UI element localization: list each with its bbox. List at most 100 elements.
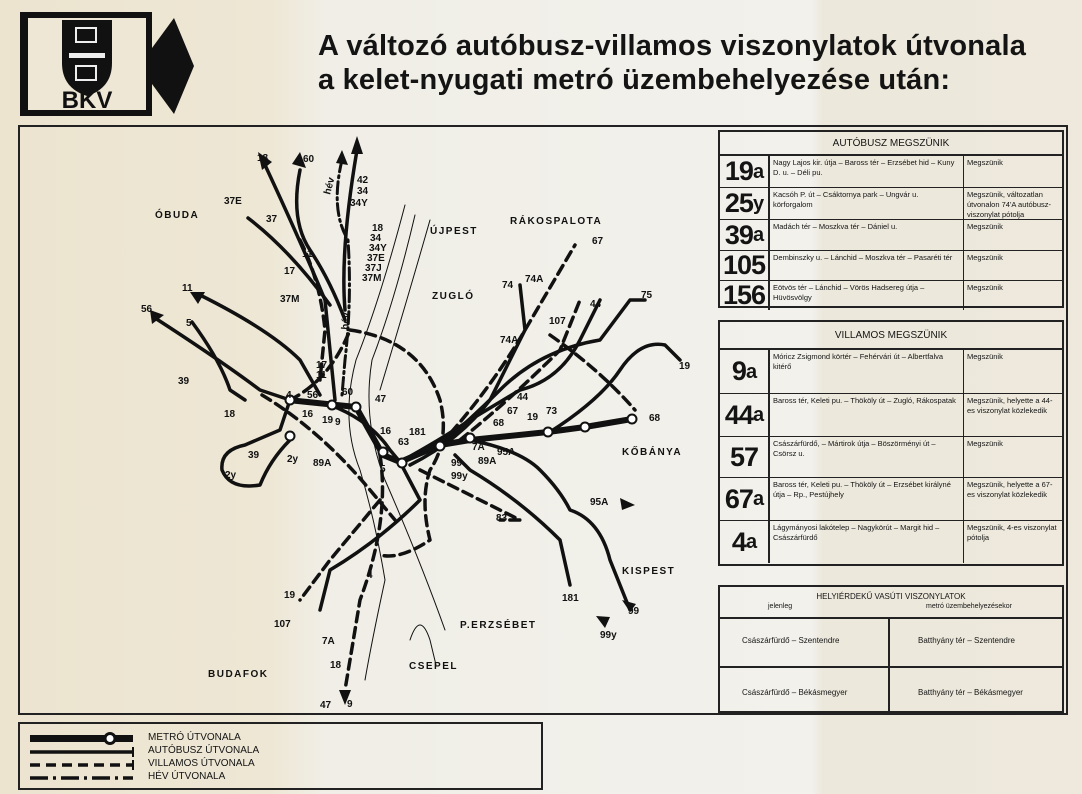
route-label: 47 [375, 394, 387, 405]
route-label: hév [322, 176, 337, 196]
route-label: 34Y [350, 198, 368, 209]
route-label: 37J [365, 263, 382, 274]
route-description: Kacsóh P. út – Csáktornya park – Ungvár … [770, 188, 964, 219]
route-label: 89A [478, 456, 496, 467]
route-note: Megszünik, változatlan útvonalon 74'A au… [967, 190, 1051, 220]
route-labels: 18 60 42 34 34Y hév 37E 37 11 17 37M 18 … [141, 153, 691, 711]
district-csepel: CSEPEL [409, 661, 458, 672]
route-note: Megszünik [967, 439, 1003, 448]
hev-after: Batthyány tér – Szentendre [918, 636, 1015, 645]
route-label: 18 [330, 660, 342, 671]
route-label: 4 [286, 390, 292, 401]
route-description: Móricz Zsigmond körtér – Fehérvári út – … [770, 350, 964, 393]
route-label: 18 [372, 223, 384, 234]
route-label: 11 [182, 283, 193, 294]
hev-table: HELYIÉRDEKŰ VASÚTI VISZONYLATOK jelenleg… [718, 585, 1064, 715]
route-number: 105 [720, 251, 770, 280]
legend-metro: METRÓ ÚTVONALA [148, 732, 241, 743]
route-number-suffix: a [745, 531, 757, 553]
route-description: Dembinszky u. – Lánchid – Moszkva tér – … [770, 251, 964, 280]
route-label: 60 [303, 154, 315, 165]
table-header: AUTÓBUSZ MEGSZÜNIK [720, 132, 1062, 156]
table-row: Császárfürdő – Békásmegyer Batthyány tér… [720, 668, 1062, 715]
route-label: 37M [362, 273, 381, 284]
route-label: 17 [284, 266, 296, 277]
route-arrows [150, 136, 636, 705]
route-number-suffix: a [745, 360, 757, 383]
route-note: Megszünik, helyette a 44-es viszonylat k… [967, 396, 1053, 416]
route-label: 37E [224, 196, 242, 207]
bus-routes [153, 148, 682, 612]
route-note: Megszünik, 4-es viszonylat pótolja [967, 523, 1057, 543]
route-number-main: 19 [724, 156, 754, 186]
route-description: Baross tér, Keleti pu. – Thököly út – Zu… [770, 394, 964, 436]
route-label: 16 [302, 409, 314, 420]
route-label: 60 [342, 387, 354, 398]
col-after: metró üzembehelyezésekor [926, 603, 1012, 610]
route-note: Megszünik, helyette a 67-es viszonylat k… [967, 480, 1053, 500]
route-label: 67 [507, 406, 519, 417]
route-label: 44 [590, 299, 602, 310]
route-label: 7A [472, 442, 485, 453]
route-map: ÓBUDA ÚJPEST RÁKOSPALOTA ZUGLÓ KŐBÁNYA K… [141, 136, 691, 711]
route-label: 56 [307, 390, 319, 401]
route-label: 99 [451, 458, 463, 469]
route-label: 34 [357, 186, 369, 197]
metro-symbol [30, 732, 133, 745]
route-description: Császárfürdő, – Mártirok útja – Böszörmé… [770, 437, 964, 477]
bkv-logo: BKV [14, 8, 194, 120]
route-label: 99 [628, 606, 640, 617]
route-label: 63 [398, 437, 410, 448]
route-label: 11 [316, 370, 327, 381]
district-obuda: ÓBUDA [155, 208, 199, 221]
route-label: 18 [224, 409, 236, 420]
route-label: 2y [225, 470, 237, 481]
route-label: 74A [500, 335, 518, 346]
route-label: 11 [302, 249, 313, 260]
route-number-suffix: a [752, 224, 764, 246]
route-number-main: 25 [724, 188, 754, 218]
route-label: 68 [649, 413, 661, 424]
tram-routes [260, 238, 637, 692]
route-label: 42 [357, 175, 369, 186]
district-budafok: BUDAFOK [208, 669, 269, 680]
district-kobanya: KŐBÁNYA [622, 445, 682, 458]
route-label: 99y [451, 471, 468, 482]
district-rakospalota: RÁKOSPALOTA [510, 214, 602, 227]
bus-symbol [30, 747, 134, 757]
route-label: 107 [549, 316, 566, 327]
route-label: 99y [600, 630, 617, 641]
route-number: 156 [720, 281, 770, 310]
danube-river [348, 204, 446, 681]
table-header: HELYIÉRDEKŰ VASÚTI VISZONYLATOK jelenleg… [720, 587, 1062, 619]
route-note: Megszünik [967, 283, 1003, 292]
route-label: 9 [347, 699, 353, 710]
legend-bus: AUTÓBUSZ ÚTVONALA [148, 745, 260, 756]
legend-hev: HÉV ÚTVONALA [148, 771, 226, 782]
route-label: 181 [562, 593, 579, 604]
route-number-suffix: a [752, 488, 764, 510]
route-label: 19 [679, 361, 691, 372]
route-label: 19 [527, 412, 539, 423]
route-label: 5 [380, 464, 386, 475]
route-description: Nagy Lajos kir. útja – Baross tér – Erzs… [770, 156, 964, 187]
page-title-line1: A változó autóbusz-villamos viszonylatok… [318, 30, 1027, 62]
route-label: 67 [592, 236, 604, 247]
table-header: VILLAMOS MEGSZÜNIK [720, 322, 1062, 350]
route-label: 17 [316, 360, 328, 371]
map-frame [18, 125, 1068, 715]
